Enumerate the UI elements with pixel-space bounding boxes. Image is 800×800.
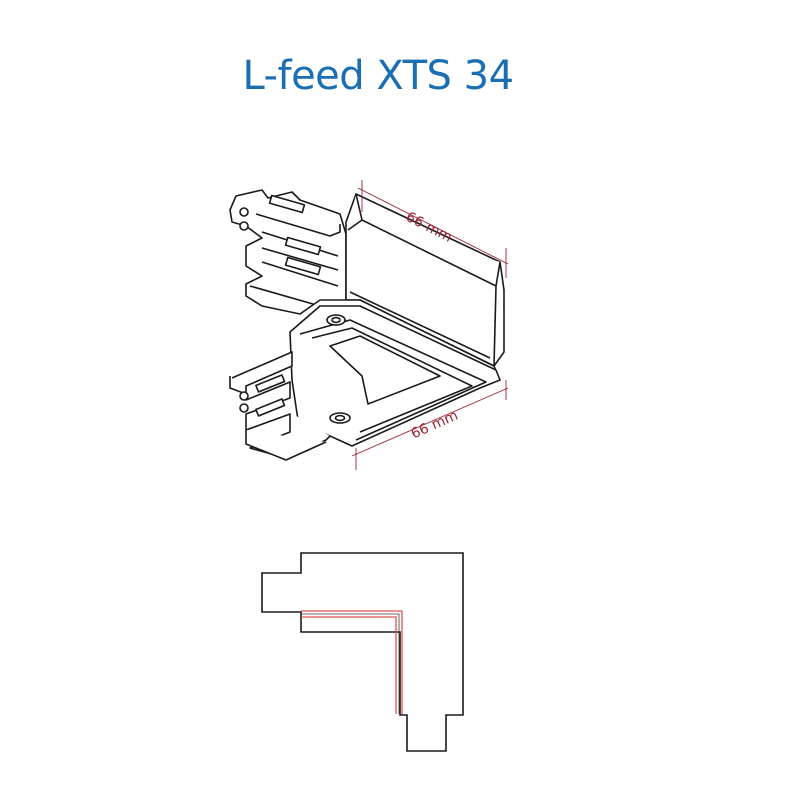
isometric-view: 66 mm 66 mm [229, 180, 509, 470]
schematic-view [261, 552, 464, 752]
schematic-outline [261, 552, 464, 752]
conductor-line-outer [301, 610, 403, 714]
dimension-lines [351, 180, 509, 470]
conductor-line-center [301, 613, 400, 714]
lower-track-arm [229, 351, 331, 461]
page-title: L-feed XTS 34 [242, 53, 514, 99]
upper-track-arm [229, 189, 347, 315]
l-shaped-face [289, 305, 501, 447]
conductor-line-inner [301, 616, 397, 714]
